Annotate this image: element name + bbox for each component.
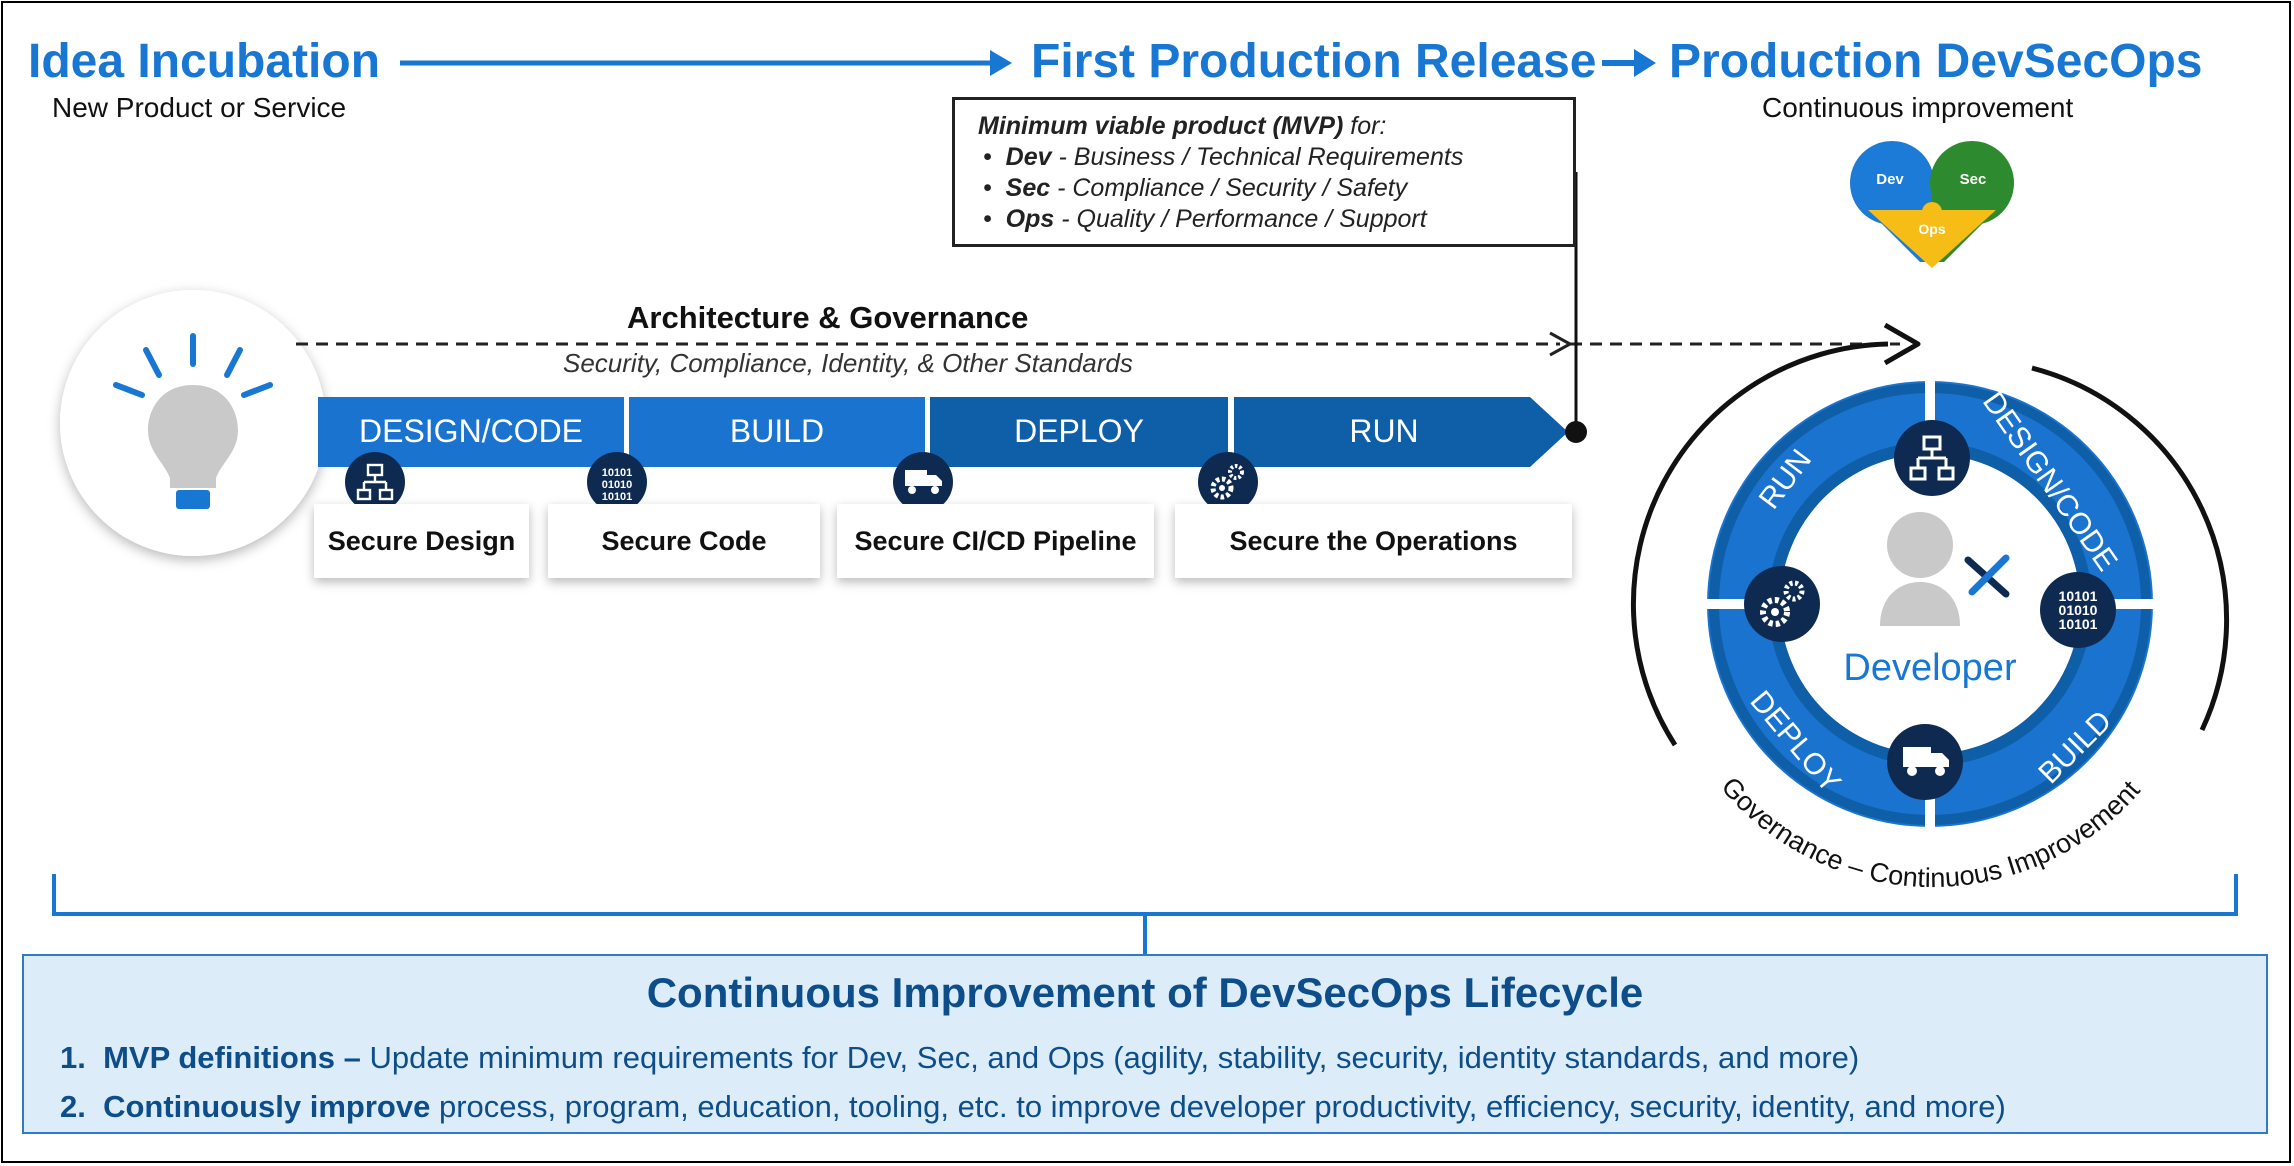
mvp-item-dev-key: Dev (1005, 143, 1052, 171)
mvp-item-dev-bullet: • (983, 143, 992, 171)
svg-text:10101: 10101 (2059, 588, 2098, 604)
continuous-improvement-box: Continuous Improvement of DevSecOps Life… (22, 954, 2268, 1134)
mvp-item-ops: • Ops - Quality / Performance / Support (983, 207, 1427, 232)
improvement-item-1: 1. MVP definitions – Update minimum requ… (60, 1042, 1859, 1073)
card-secure-cicd-pipeline: Secure CI/CD Pipeline (837, 504, 1154, 578)
mvp-intro-bold: Minimum viable product (MVP) (978, 112, 1344, 140)
header-arrow-2 (1602, 49, 1656, 77)
architecture-governance-title: Architecture & Governance (627, 300, 1029, 335)
production-devsecops-title: Production DevSecOps (1669, 35, 2203, 88)
card-secure-design-label: Secure Design (327, 525, 516, 556)
cycle-truck-icon (1887, 724, 1963, 800)
mvp-item-ops-key: Ops (1005, 205, 1055, 233)
mvp-item-dev: • Dev - Business / Technical Requirement… (983, 145, 1463, 170)
cycle-binary-code-icon: 10101 01010 10101 (2040, 572, 2116, 648)
developer-avatar-icon (1880, 512, 2010, 626)
mvp-item-sec-key: Sec (1005, 174, 1051, 202)
mvp-intro: Minimum viable product (MVP) for: (978, 114, 1386, 139)
developer-label: Developer (1843, 647, 2017, 689)
hierarchy-icon (345, 452, 405, 512)
heart-ops-label: Ops (1918, 221, 1945, 237)
pipeline-stage-run: RUN (1349, 413, 1419, 449)
idea-incubation-subtitle: New Product or Service (52, 92, 347, 123)
mvp-definition-box: Minimum viable product (MVP) for: • Dev … (952, 97, 1576, 247)
pipeline-bar (318, 397, 1568, 467)
improvement-item-2: 2. Continuously improve process, program… (60, 1091, 2006, 1122)
improvement-item-1-num: 1. (60, 1040, 86, 1075)
mvp-item-ops-text: - Quality / Performance / Support (1054, 205, 1427, 233)
architecture-governance-subtitle: Security, Compliance, Identity, & Other … (563, 348, 1133, 378)
production-devsecops-subtitle: Continuous improvement (1762, 92, 2074, 123)
idea-incubation-title: Idea Incubation (28, 35, 381, 88)
card-secure-operations: Secure the Operations (1175, 504, 1572, 578)
card-secure-code: Secure Code (548, 504, 820, 578)
cycle-hierarchy-icon (1894, 420, 1970, 496)
gears-icon (1198, 452, 1258, 512)
truck-icon (893, 452, 953, 512)
pipeline-stage-build: BUILD (729, 413, 825, 449)
svg-text:01010: 01010 (602, 479, 633, 491)
improvement-item-2-num: 2. (60, 1089, 86, 1124)
svg-text:10101: 10101 (602, 467, 633, 479)
first-production-release-title: First Production Release (1031, 35, 1597, 88)
governance-dashed-arrow (296, 331, 1900, 357)
card-secure-code-label: Secure Code (601, 525, 767, 556)
card-secure-cicd-pipeline-label: Secure CI/CD Pipeline (854, 525, 1137, 556)
governance-cycle-arc (1630, 322, 2230, 747)
mvp-item-dev-text: - Business / Technical Requirements (1051, 143, 1464, 171)
lightbulb-icon (60, 290, 326, 556)
improvement-item-2-text: process, program, education, tooling, et… (430, 1089, 2006, 1124)
heart-dev-label: Dev (1876, 171, 1904, 188)
pipeline-stage-design-code: DESIGN/CODE (358, 413, 584, 449)
mvp-item-sec-text: - Compliance / Security / Safety (1050, 174, 1408, 202)
devsecops-heart-icon: Dev Sec Ops (1850, 141, 2014, 268)
heart-sec-label: Sec (1960, 171, 1987, 188)
cycle-gears-icon (1744, 566, 1820, 642)
card-secure-operations-label: Secure the Operations (1229, 525, 1518, 556)
svg-text:01010: 01010 (2059, 602, 2098, 618)
continuous-improvement-title: Continuous Improvement of DevSecOps Life… (646, 969, 1644, 1016)
mvp-item-sec-bullet: • (983, 174, 992, 202)
mvp-item-ops-bullet: • (983, 205, 992, 233)
improvement-item-1-text: Update minimum requirements for Dev, Sec… (360, 1040, 1860, 1075)
pipeline-stage-deploy: DEPLOY (1014, 413, 1144, 449)
improvement-item-1-bold: MVP definitions – (103, 1040, 361, 1075)
mvp-connector-dot (1565, 421, 1587, 443)
bottom-bracket (52, 874, 2238, 954)
improvement-item-2-bold: Continuously improve (103, 1089, 431, 1124)
binary-code-icon: 10101 01010 10101 (587, 452, 647, 512)
svg-text:10101: 10101 (2059, 616, 2098, 632)
header-arrow-1 (400, 50, 1012, 76)
svg-text:10101: 10101 (602, 491, 633, 503)
card-secure-design: Secure Design (314, 504, 529, 578)
mvp-item-sec: • Sec - Compliance / Security / Safety (983, 176, 1407, 201)
mvp-intro-rest: for: (1343, 112, 1387, 140)
